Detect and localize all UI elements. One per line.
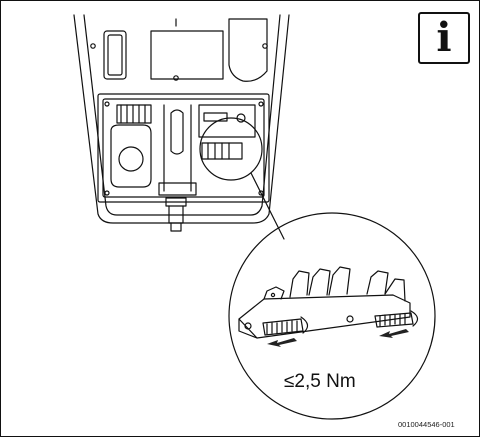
leader-line	[250, 172, 285, 240]
arrow-left-screw	[267, 338, 297, 347]
terminal-compartment	[97, 93, 270, 232]
torque-label: ≤2,5 Nm	[284, 371, 356, 392]
info-icon: i	[436, 14, 452, 61]
arrow-right-screw	[379, 329, 409, 338]
detail-magnifier	[228, 212, 436, 420]
tighten-arrows	[267, 329, 409, 347]
figure-reference-code: 0010044546-001	[398, 420, 455, 429]
info-icon-box: i	[418, 12, 470, 64]
